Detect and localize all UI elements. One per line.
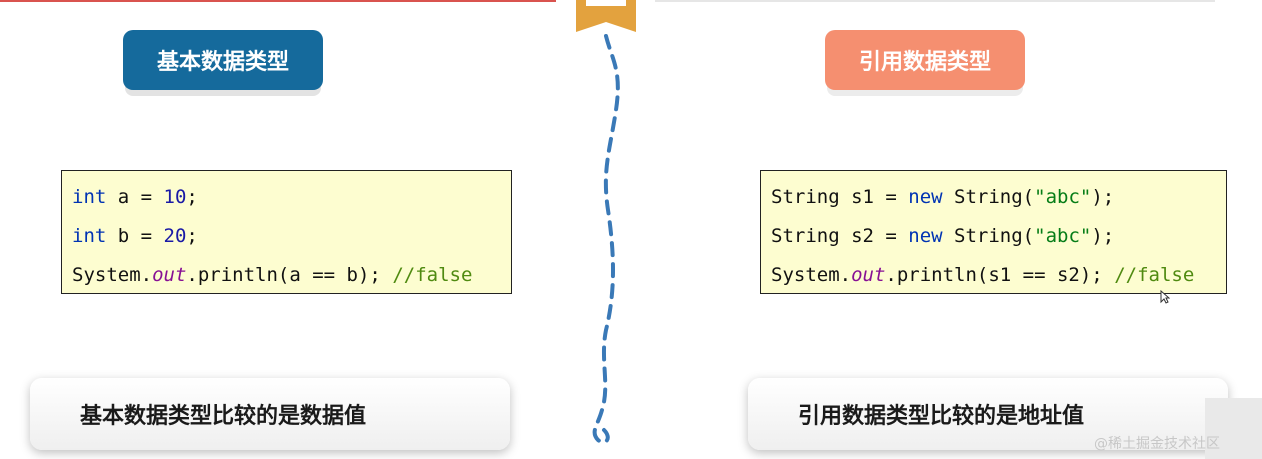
code-line: int b = 20; — [72, 221, 511, 260]
code-token: //false — [392, 264, 473, 286]
code-token: //false — [1114, 264, 1195, 286]
code-token: 20 — [163, 225, 187, 247]
code-token: out — [152, 264, 187, 286]
code-token: "abc" — [1034, 225, 1092, 247]
primitive-code-block: int a = 10; int b = 20; System.out.print… — [61, 170, 512, 294]
code-token: out — [851, 264, 886, 286]
reference-code-block: String s1 = new String("abc"); String s2… — [760, 170, 1227, 294]
code-token: int — [72, 186, 107, 208]
reference-types-badge: 引用数据类型 — [825, 30, 1025, 90]
corner-overlay — [1205, 398, 1262, 459]
primitive-summary-text: 基本数据类型比较的是数据值 — [80, 404, 367, 429]
mouse-cursor-icon — [1160, 290, 1170, 304]
code-token: String s1 = — [771, 186, 909, 208]
code-token: .println(a == b); — [186, 264, 393, 286]
code-token: ; — [186, 225, 198, 247]
code-token: int — [72, 225, 107, 247]
code-token: "abc" — [1034, 186, 1092, 208]
code-token: System. — [771, 264, 852, 286]
watermark-text: @稀土掘金技术社区 — [1094, 436, 1220, 452]
primitive-summary-card: 基本数据类型比较的是数据值 — [30, 378, 510, 450]
code-token: 10 — [163, 186, 187, 208]
code-token: String( — [942, 186, 1035, 208]
code-line: System.out.println(s1 == s2); //false — [771, 260, 1226, 299]
primitive-types-badge: 基本数据类型 — [123, 30, 323, 90]
code-token: ; — [186, 186, 198, 208]
code-token: new — [908, 186, 943, 208]
code-token: ); — [1091, 186, 1115, 208]
top-accent-line — [0, 0, 556, 2]
reference-summary-card: 引用数据类型比较的是地址值 — [748, 378, 1228, 450]
code-token: b = — [106, 225, 164, 247]
code-token: String( — [942, 225, 1035, 247]
code-token: new — [908, 225, 943, 247]
dashed-divider-icon — [592, 34, 620, 445]
code-line: System.out.println(a == b); //false — [72, 260, 511, 299]
code-line: String s1 = new String("abc"); — [771, 182, 1226, 221]
top-rule-line — [655, 0, 1215, 2]
code-token: .println(s1 == s2); — [885, 264, 1115, 286]
code-line: int a = 10; — [72, 182, 511, 221]
code-token: System. — [72, 264, 153, 286]
code-line: String s2 = new String("abc"); — [771, 221, 1226, 260]
code-token: a = — [106, 186, 164, 208]
code-token: ); — [1091, 225, 1115, 247]
reference-summary-text: 引用数据类型比较的是地址值 — [798, 404, 1085, 429]
code-token: String s2 = — [771, 225, 909, 247]
bookmark-icon — [576, 0, 636, 32]
